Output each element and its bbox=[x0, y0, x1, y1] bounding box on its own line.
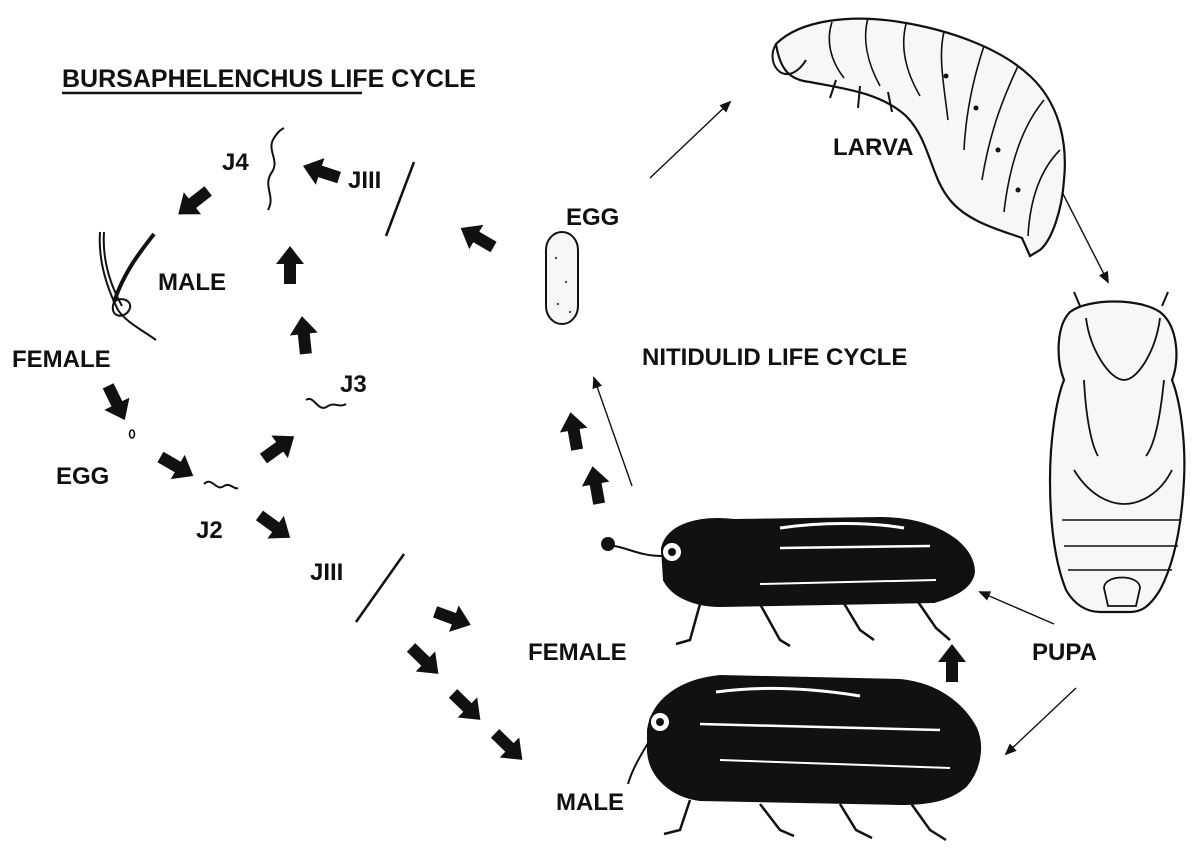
arrow-larva-to-pupa bbox=[1060, 188, 1108, 282]
arrow-egg-to-larva bbox=[650, 102, 730, 178]
larva-drawing bbox=[773, 18, 1065, 256]
arrow-pupa-to-female bbox=[980, 592, 1054, 624]
nematode-egg bbox=[130, 430, 135, 438]
label-jiii-bottom: JIII bbox=[310, 559, 343, 586]
mating-nematodes bbox=[100, 232, 156, 340]
jiii-top-nematode bbox=[386, 162, 414, 236]
pupa-drawing bbox=[1050, 292, 1184, 612]
label-beetle-female: FEMALE bbox=[528, 639, 627, 666]
label-nematode-male: MALE bbox=[158, 269, 226, 296]
arrow-pupa-to-male bbox=[1006, 688, 1076, 754]
male-beetle-drawing bbox=[628, 676, 980, 840]
arrow-jiii-to-male-1 bbox=[401, 637, 448, 684]
arrow-j2-to-jiii bbox=[251, 504, 298, 549]
arrow-female-to-beetle-egg bbox=[594, 378, 632, 486]
label-larva: LARVA bbox=[833, 134, 913, 161]
arrow-female-to-egg-upper bbox=[557, 410, 591, 452]
label-j3: J3 bbox=[340, 371, 367, 398]
arrow-j3-to-j4-upper bbox=[276, 246, 304, 284]
arrow-jiii-to-j4 bbox=[299, 153, 344, 191]
j3-nematode bbox=[306, 399, 346, 408]
label-jiii-top: JIII bbox=[348, 167, 381, 194]
label-pupa: PUPA bbox=[1032, 639, 1097, 666]
arrow-j3-to-j4-lower bbox=[288, 315, 320, 356]
label-beetle-egg: EGG bbox=[566, 204, 619, 231]
title-genus: BURSAPHELENCHUS bbox=[62, 65, 323, 93]
arrow-female-to-egg bbox=[96, 380, 138, 426]
label-nematode-egg: EGG bbox=[56, 463, 109, 490]
j2-nematode bbox=[204, 482, 238, 489]
arrow-j2-to-j3 bbox=[255, 425, 302, 470]
diagram-title: BURSAPHELENCHUS LIFE CYCLE bbox=[62, 65, 476, 93]
label-j4: J4 bbox=[222, 149, 249, 176]
j4-nematode bbox=[268, 128, 284, 210]
label-nitidulid-title: NITIDULID LIFE CYCLE bbox=[642, 344, 907, 371]
title-rest: LIFE CYCLE bbox=[323, 65, 476, 93]
label-nematode-female: FEMALE bbox=[12, 346, 111, 373]
arrow-j4-to-adults bbox=[170, 180, 217, 225]
label-j2: J2 bbox=[196, 517, 223, 544]
arrow-jiii-to-male-3 bbox=[485, 723, 532, 770]
arrow-jiii-to-female bbox=[430, 599, 475, 638]
arrow-male-to-female bbox=[938, 644, 966, 682]
label-beetle-male: MALE bbox=[556, 789, 624, 816]
beetle-egg bbox=[546, 232, 578, 324]
arrow-egg-to-j2 bbox=[153, 445, 200, 488]
jiii-bottom-nematode bbox=[356, 554, 404, 622]
arrow-jiii-to-male-2 bbox=[443, 683, 490, 730]
arrow-beetle-egg-to-jiii bbox=[454, 216, 501, 259]
arrow-female-to-egg-lower bbox=[579, 464, 613, 506]
female-beetle-drawing bbox=[601, 518, 974, 646]
